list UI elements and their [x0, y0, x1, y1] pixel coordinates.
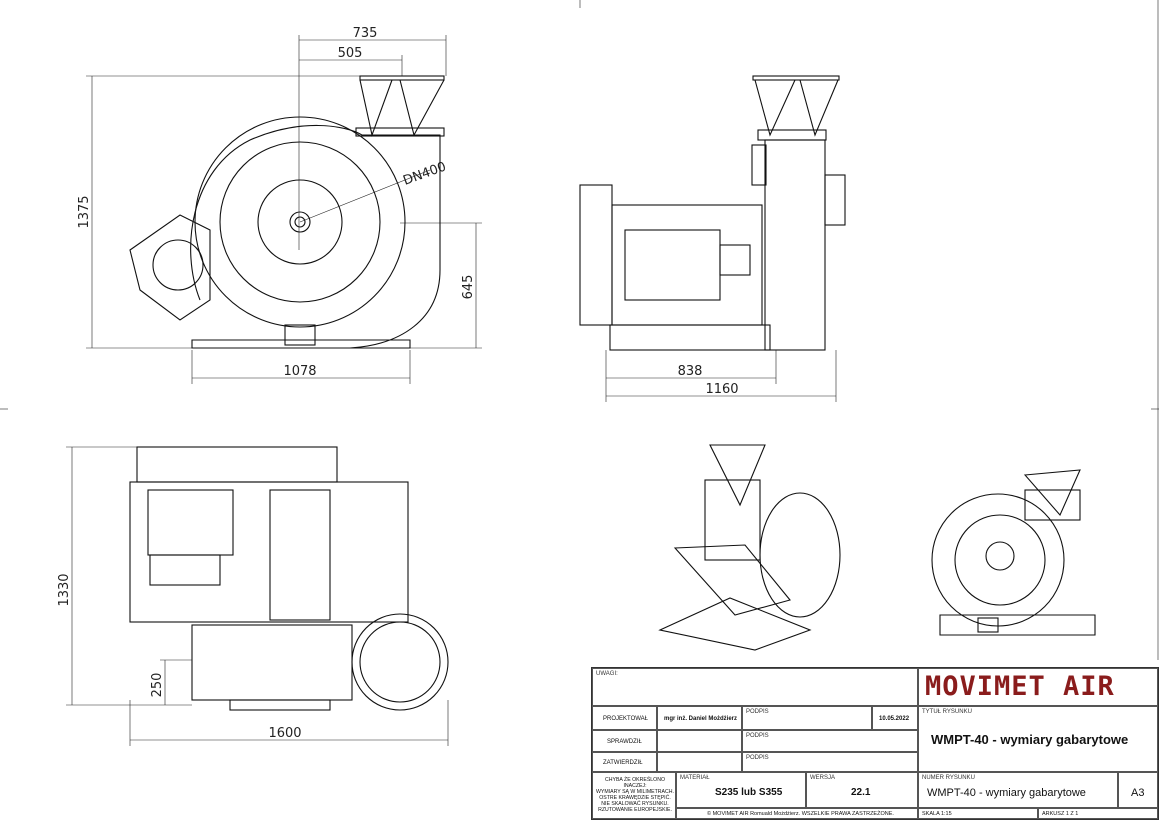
- sheet-size-cell: A3: [1118, 772, 1158, 808]
- company-logo: MOVIMET AIR: [925, 671, 1115, 702]
- checked-label: SPRAWDZIŁ: [607, 739, 642, 745]
- signature-cell-3: PODPIS: [742, 752, 918, 772]
- title-block: UWAGI: MOVIMET AIR PROJEKTOWAŁ mgr inż. …: [591, 667, 1159, 820]
- approved-label: ZATWIERDZIŁ: [603, 760, 643, 766]
- drawing-title-label: TYTUŁ RYSUNKU: [922, 709, 972, 715]
- dim-838: 838: [678, 364, 703, 379]
- general-note-line: WYMIARY SĄ W MILIMETRACH.: [596, 789, 674, 795]
- isometric-view-1: [658, 444, 841, 651]
- dim-1375: 1375: [77, 195, 92, 228]
- copyright-cell: © MOVIMET AIR Romuald Możdżierz. WSZELKI…: [676, 808, 918, 819]
- material-label: MATERIAŁ: [680, 775, 710, 781]
- drawing-title-cell: TYTUŁ RYSUNKU WMPT-40 - wymiary gabaryto…: [918, 706, 1158, 772]
- dim-1160: 1160: [705, 382, 738, 397]
- approved-label-cell: ZATWIERDZIŁ: [592, 752, 657, 772]
- general-note-line: OSTRE KRAWĘDZIE STĘPIĆ.: [599, 795, 671, 801]
- notes-cell: UWAGI:: [592, 668, 918, 706]
- dim-1078: 1078: [283, 364, 316, 379]
- date-cell: 10.05.2022: [872, 706, 918, 730]
- dim-735: 735: [353, 26, 378, 41]
- dim-1600: 1600: [268, 726, 301, 741]
- side-view: 838 1160: [579, 75, 846, 402]
- top-view: 1330 250 1600: [57, 446, 449, 746]
- projected-label: PROJEKTOWAŁ: [603, 716, 649, 722]
- dim-1330: 1330: [57, 573, 72, 606]
- version-value: 22.1: [851, 787, 871, 798]
- signature-label-1: PODPIS: [746, 709, 769, 715]
- version-cell: WERSJA 22.1: [806, 772, 918, 808]
- designer-cell: mgr inż. Daniel Możdżierz: [657, 706, 742, 730]
- drawing-number-label: NUMER RYSUNKU: [922, 775, 975, 781]
- general-note-line: RZUTOWANIE EUROPEJSKIE.: [598, 807, 672, 813]
- material-value: S235 lub S355: [715, 787, 783, 798]
- sheet-size: A3: [1131, 787, 1145, 799]
- dim-505: 505: [338, 46, 363, 61]
- sheet-cell: ARKUSZ 1 Z 1: [1038, 808, 1158, 819]
- logo-cell: MOVIMET AIR: [918, 668, 1158, 706]
- general-notes: CHYBA ŻE OKREŚLONO INACZEJ: WYMIARY SĄ W…: [593, 777, 677, 813]
- signature-cell-2: PODPIS: [742, 730, 918, 752]
- dim-250: 250: [150, 673, 165, 698]
- projected-label-cell: PROJEKTOWAŁ: [592, 706, 657, 730]
- sheet-text: ARKUSZ 1 Z 1: [1042, 811, 1079, 817]
- checked-label-cell: SPRAWDZIŁ: [592, 730, 657, 752]
- signature-cell-1: PODPIS: [742, 706, 872, 730]
- signature-label-3: PODPIS: [746, 755, 769, 761]
- isometric-view-2: [931, 469, 1096, 636]
- designer-name: mgr inż. Daniel Możdżierz: [664, 716, 738, 722]
- signature-label-2: PODPIS: [746, 733, 769, 739]
- scale-text: SKALA 1:15: [922, 811, 952, 817]
- general-note-line: NIE SKALOWAĆ RYSUNKU.: [601, 801, 669, 807]
- drawing-number: WMPT-40 - wymiary gabarytowe: [927, 787, 1086, 799]
- scale-cell: SKALA 1:15: [918, 808, 1038, 819]
- general-notes-cell: CHYBA ŻE OKREŚLONO INACZEJ: WYMIARY SĄ W…: [592, 772, 676, 819]
- front-view: 735 505 1375 645 1078 DN400: [77, 26, 482, 384]
- dim-645: 645: [461, 275, 476, 300]
- dim-dn400: DN400: [401, 159, 448, 188]
- notes-label: UWAGI:: [596, 671, 618, 677]
- material-cell: MATERIAŁ S235 lub S355: [676, 772, 806, 808]
- drawing-title: WMPT-40 - wymiary gabarytowe: [931, 732, 1129, 747]
- drawing-number-cell: NUMER RYSUNKU WMPT-40 - wymiary gabaryto…: [918, 772, 1118, 808]
- general-note-line: CHYBA ŻE OKREŚLONO INACZEJ:: [605, 777, 665, 789]
- copyright-text: © MOVIMET AIR Romuald Możdżierz. WSZELKI…: [707, 811, 894, 817]
- approved-name-cell: [657, 752, 742, 772]
- checked-name-cell: [657, 730, 742, 752]
- version-label: WERSJA: [810, 775, 836, 781]
- design-date: 10.05.2022: [879, 716, 910, 722]
